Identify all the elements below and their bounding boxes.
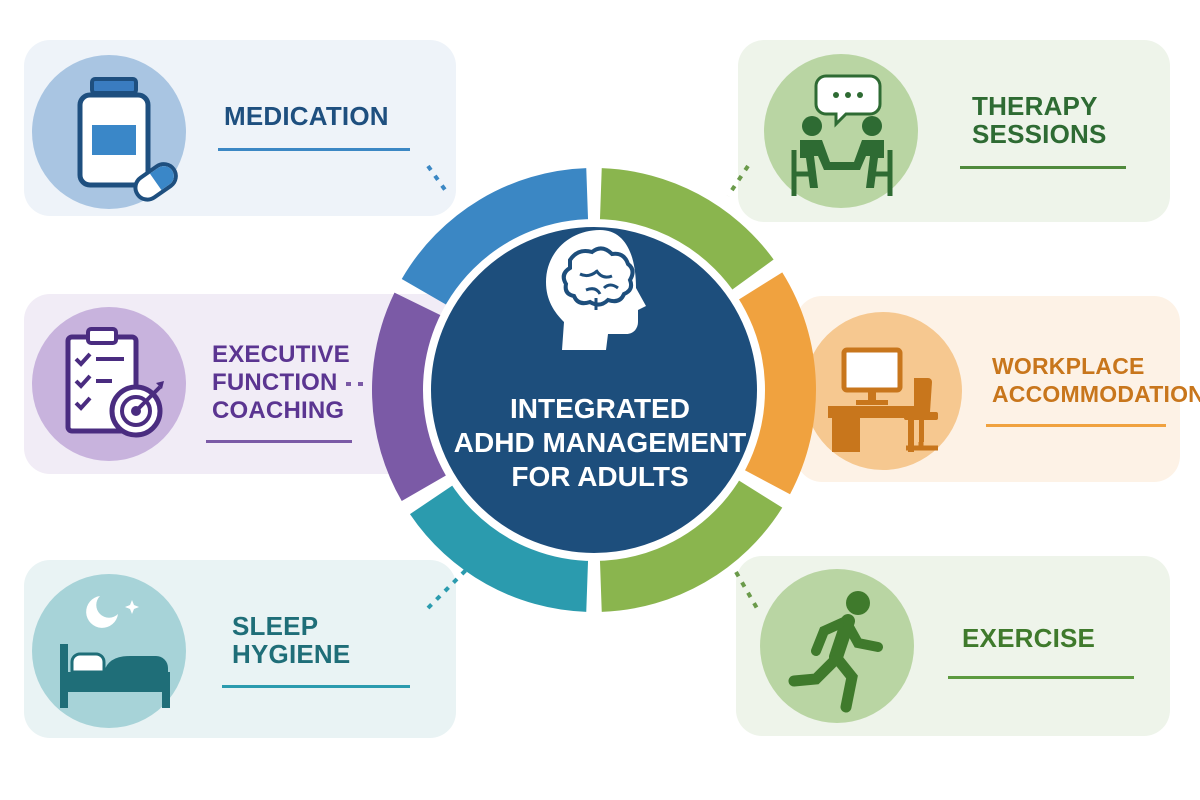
ring-segment-therapy bbox=[599, 168, 774, 296]
card-workplace: WORKPLACE ACCOMMODATIONS bbox=[796, 296, 1200, 482]
ring-segment-medication-top bbox=[401, 168, 589, 310]
medication-label: MEDICATION bbox=[224, 101, 389, 131]
center-circle bbox=[423, 219, 765, 561]
card-sleep: SLEEP HYGIENE bbox=[24, 560, 456, 738]
ring-segment-sleep bbox=[409, 479, 589, 612]
workplace-icon-circle bbox=[804, 312, 962, 470]
executive-label: EXECUTIVE FUNCTION COACHING bbox=[212, 341, 350, 424]
connector-exercise bbox=[734, 570, 760, 612]
connector-medication bbox=[426, 164, 450, 196]
medication-underline bbox=[218, 148, 410, 151]
connector-sleep bbox=[426, 568, 468, 610]
exercise-icon-circle bbox=[760, 569, 914, 723]
running-person-icon bbox=[788, 591, 883, 713]
desk-computer-icon bbox=[828, 347, 938, 452]
workplace-label: WORKPLACE ACCOMMODATIONS bbox=[992, 353, 1200, 407]
therapy-underline bbox=[960, 166, 1126, 169]
card-therapy: THERAPY SESSIONS bbox=[738, 40, 1170, 222]
exercise-label: EXERCISE bbox=[962, 623, 1096, 653]
executive-icon-circle bbox=[32, 307, 186, 461]
title-line-2: ADHD MANAGEMENT bbox=[453, 427, 747, 458]
sleep-icon-circle bbox=[32, 574, 186, 728]
pill-bottle-icon bbox=[77, 77, 178, 202]
therapy-icon-circle bbox=[764, 54, 918, 208]
ring-segment-exercise bbox=[599, 474, 783, 612]
center-title: INTEGRATED ADHD MANAGEMENT FOR ADULTS bbox=[440, 392, 760, 494]
head-brain-icon bbox=[546, 230, 646, 350]
executive-underline bbox=[206, 440, 352, 443]
sleep-label: SLEEP HYGIENE bbox=[232, 611, 351, 669]
title-line-1: INTEGRATED bbox=[510, 393, 690, 424]
workplace-underline bbox=[986, 424, 1166, 427]
therapy-chat-icon bbox=[791, 74, 893, 196]
title-line-3: FOR ADULTS bbox=[511, 461, 689, 492]
medication-icon-circle bbox=[32, 55, 186, 209]
sleep-underline bbox=[222, 685, 410, 688]
exercise-underline bbox=[948, 676, 1134, 679]
checklist-target-icon bbox=[65, 327, 164, 438]
card-exercise: EXERCISE bbox=[736, 556, 1170, 736]
bed-moon-icon bbox=[60, 596, 170, 708]
card-medication: MEDICATION bbox=[24, 40, 456, 216]
therapy-label: THERAPY SESSIONS bbox=[972, 91, 1107, 149]
